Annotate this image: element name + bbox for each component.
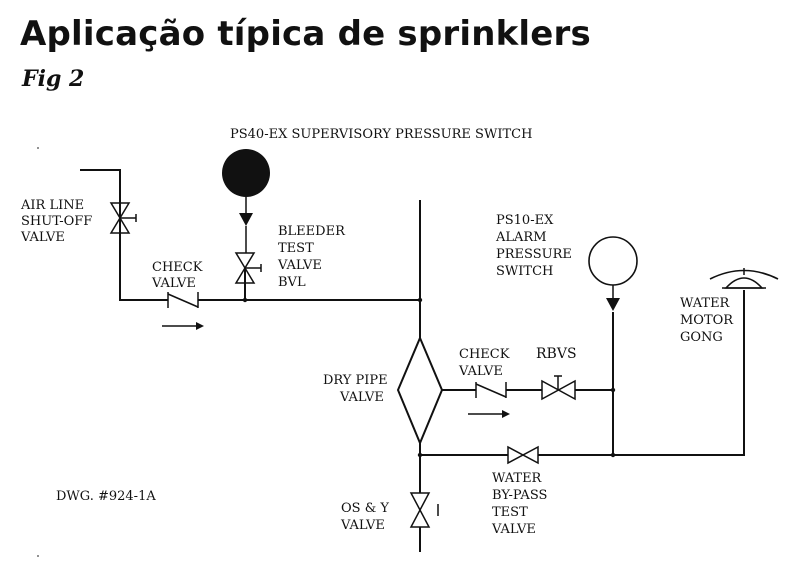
gong-label-line: WATER [680, 296, 731, 311]
check-valve-right-icon [475, 382, 507, 398]
check-right-label: CHECK VALVE [458, 347, 510, 379]
water-motor-gong-icon [709, 268, 779, 289]
gong-label-line: MOTOR [680, 313, 734, 328]
bypass-line-pipe [420, 290, 745, 456]
osy-label-line: VALVE [340, 518, 385, 533]
ps40-label: PS40-EX SUPERVISORY PRESSURE SWITCH [230, 127, 532, 142]
drypipe-label: DRY PIPE VALVE [323, 373, 388, 405]
bypass-label: WATER BY-PASS TEST VALVE [491, 471, 547, 537]
ps10-label-line: ALARM [495, 230, 547, 245]
airline-label: AIR LINE SHUT-OFF VALVE [20, 198, 92, 245]
drypipe-label-line: VALVE [339, 390, 384, 405]
flow-arrow-right-icon [468, 410, 510, 418]
bleeder-label: BLEEDER TEST VALVE BVL [277, 224, 346, 290]
airline-label-line: VALVE [20, 230, 65, 245]
bleeder-label-line: BVL [278, 275, 306, 290]
osy-valve-icon [409, 492, 439, 528]
ps10-label: PS10-EX ALARM PRESSURE SWITCH [495, 213, 572, 279]
ps10-label-line: PRESSURE [496, 247, 572, 262]
figure-label: Fig 2 [22, 66, 85, 92]
airline-label-line: SHUT-OFF [21, 214, 92, 229]
bypass-label-line: VALVE [491, 522, 536, 537]
osy-label: OS & Y VALVE [340, 501, 389, 533]
check-valve-left-icon [167, 292, 199, 308]
edge-dots [37, 147, 39, 557]
check-left-label: CHECK VALVE [151, 260, 203, 291]
rbvs-label: RBVS [536, 346, 577, 362]
air-shutoff-valve-icon [109, 202, 137, 234]
bypass-valve-icon [507, 445, 539, 465]
pipe-junctions [242, 297, 616, 458]
dry-pipe-valve-icon [396, 335, 444, 446]
rbvs-valve-icon [541, 375, 576, 401]
check-right-label-line: CHECK [459, 347, 510, 362]
bleeder-label-line: VALVE [277, 258, 322, 273]
bleeder-valve-icon [234, 252, 262, 284]
bypass-label-line: TEST [492, 505, 528, 520]
page-title: Aplicação típica de sprinklers [20, 14, 591, 54]
gong-label-line: GONG [680, 330, 723, 345]
drypipe-label-line: DRY PIPE [323, 373, 388, 388]
bypass-label-line: WATER [492, 471, 543, 486]
flow-arrow-left-icon [162, 322, 204, 330]
check-right-label-line: VALVE [458, 364, 503, 379]
ps10-switch-icon [588, 236, 638, 311]
check-left-label-line: VALVE [151, 276, 196, 291]
bleeder-label-line: TEST [278, 241, 314, 256]
drawing-number: DWG. #924-1A [56, 489, 156, 504]
bypass-label-line: BY-PASS [492, 488, 547, 503]
gong-label: WATER MOTOR GONG [680, 296, 734, 345]
air-line-pipe [80, 169, 168, 301]
osy-label-line: OS & Y [341, 501, 389, 516]
check-left-label-line: CHECK [152, 260, 203, 275]
ps10-label-line: PS10-EX [496, 213, 554, 228]
ps40-switch-icon [222, 149, 270, 253]
airline-label-line: AIR LINE [20, 198, 84, 213]
bleeder-label-line: BLEEDER [278, 224, 346, 239]
ps10-label-line: SWITCH [496, 264, 553, 279]
